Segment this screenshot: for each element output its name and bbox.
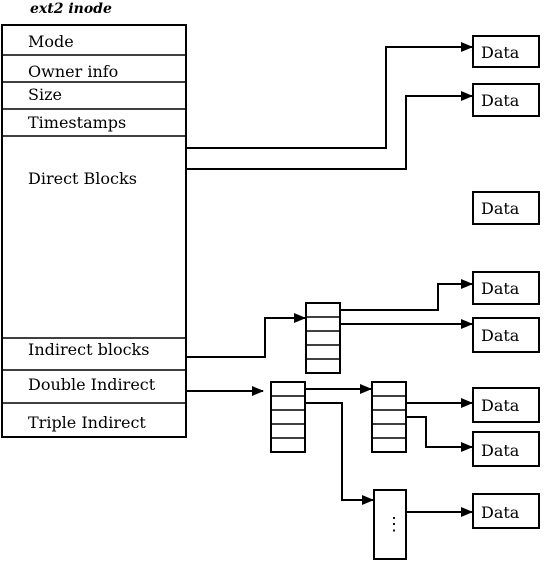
data-block-2: Data [472,83,540,117]
arrow-direct-to-data-2 [186,91,473,170]
data-block-7: Data [472,431,540,467]
data-label-5: Data [481,326,520,345]
field-owner-info: Owner info [28,62,118,81]
ellipsis-block: ⋮ [373,489,407,560]
data-block-8: Data [472,493,540,529]
inode-title: ext2 inode [30,1,112,17]
field-size: Size [28,85,62,104]
inode-table: Mode Owner info Size Timestamps Direct B… [1,24,187,438]
data-label-4: Data [481,279,520,298]
data-label-8: Data [481,503,520,522]
field-timestamps: Timestamps [28,113,126,132]
data-block-6: Data [472,387,540,423]
arrow-level2-to-data-7 [406,416,473,452]
indirect-block [305,302,341,374]
data-block-4: Data [472,271,540,305]
field-direct-blocks: Direct Blocks [28,169,137,188]
data-label-7: Data [481,441,520,460]
arrow-level1-to-ellipsis [305,402,374,505]
data-block-1: Data [472,35,540,68]
data-label-6: Data [481,396,520,415]
arrow-direct-to-data-1 [186,42,473,149]
data-block-3: Data [472,191,540,225]
ellipsis-mark: ⋮ [385,514,403,535]
arrow-indirect-to-data-4 [340,279,473,311]
data-label-3: Data [481,199,520,218]
data-block-5: Data [472,317,540,353]
data-label-1: Data [481,43,520,62]
data-label-2: Data [481,91,520,110]
field-indirect-blocks: Indirect blocks [28,340,149,359]
field-triple-indirect: Triple Indirect [28,413,146,432]
second-level-block [371,381,407,453]
field-double-indirect: Double Indirect [28,375,156,394]
field-mode: Mode [28,32,74,51]
double-indirect-block [270,381,306,453]
arrow-indirect-to-block [186,313,306,358]
